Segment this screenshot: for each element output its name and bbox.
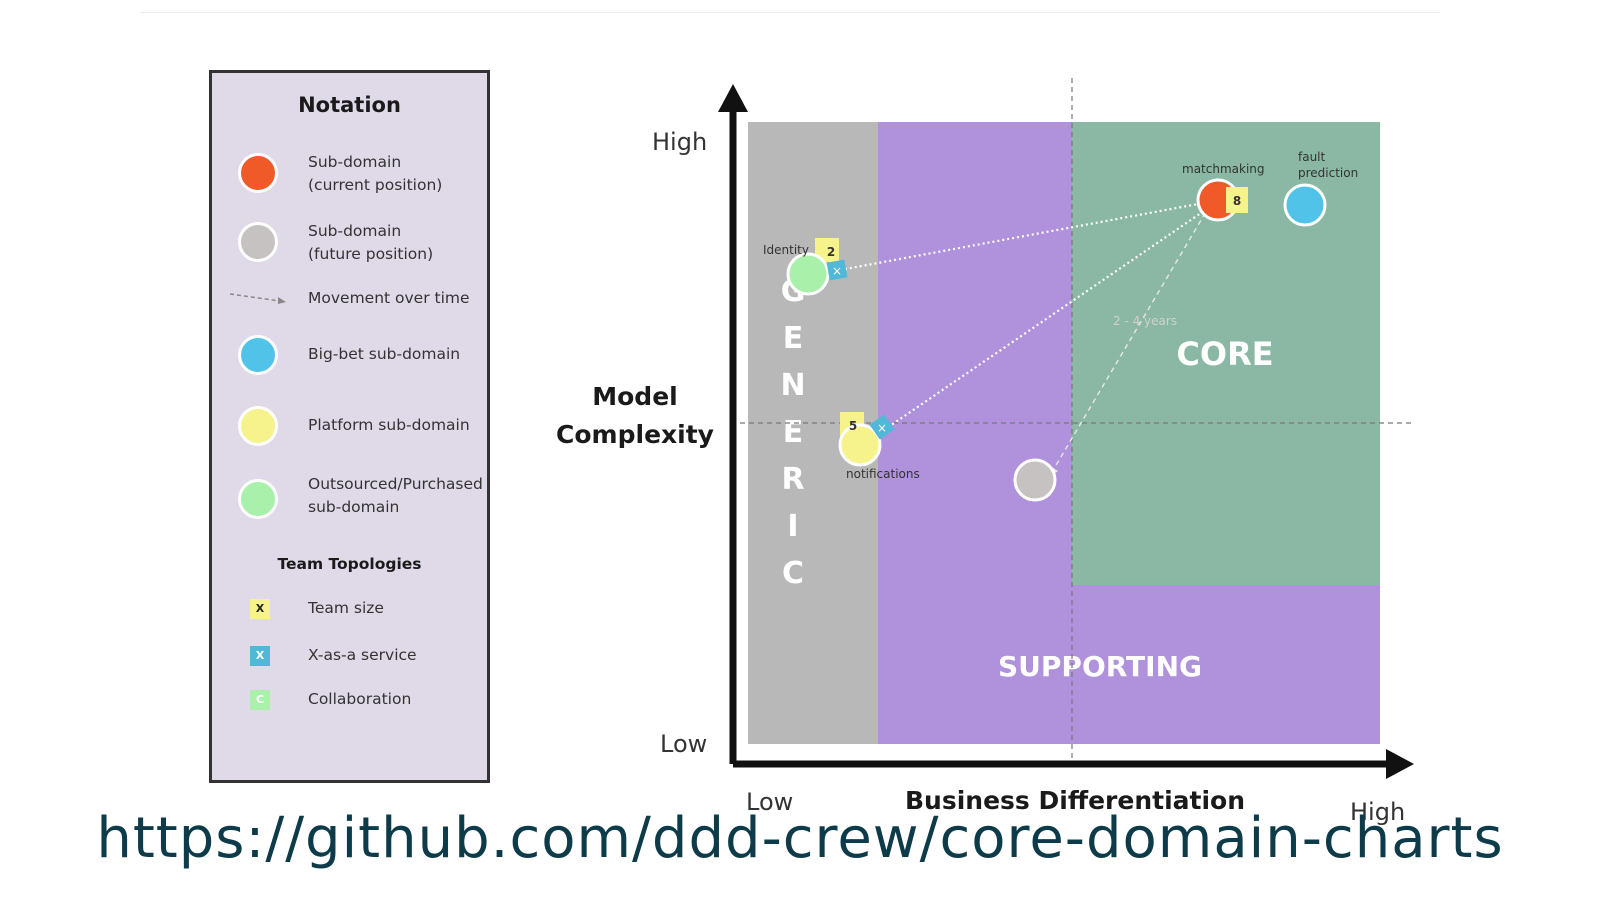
- x-axis-arrow-icon: [1386, 749, 1414, 779]
- movement-line-matchmaking: [1051, 204, 1211, 473]
- notifications-node: [838, 423, 882, 467]
- dashed-arrow-icon: [230, 293, 286, 304]
- team-topologies-title: Team Topologies: [277, 555, 422, 573]
- matchmaking-team-size: 8: [1232, 194, 1242, 208]
- x-axis-high-label: High: [1350, 798, 1406, 826]
- notifications-label: notifications: [846, 467, 920, 481]
- y-axis-title-line1: Model: [592, 382, 678, 411]
- notifications-team-size: 5: [848, 419, 858, 433]
- matchmaking-team-size-badge: [1226, 187, 1248, 213]
- fault-prediction-label: fault prediction: [1298, 150, 1359, 180]
- identity-node: [786, 252, 830, 296]
- top-divider: [140, 12, 1440, 13]
- y-axis-arrow-icon: [718, 84, 748, 112]
- x-axis-low-label: Low: [746, 788, 794, 816]
- legend-label: Outsourced/Purchased sub-domain: [308, 475, 483, 516]
- supporting-region-upper: [878, 122, 1072, 744]
- supporting-region-lower: [1072, 585, 1380, 744]
- legend-label: Big-bet sub-domain: [308, 345, 461, 363]
- svg-text:×: ×: [832, 264, 842, 278]
- matchmaking-future-node: [1013, 458, 1057, 502]
- legend-label: Team size: [308, 599, 384, 617]
- movement-duration-label: 2 - 4 years: [1113, 314, 1178, 328]
- notifications-xaas-icon: [869, 414, 895, 440]
- supporting-label: SUPPORTING: [998, 650, 1202, 683]
- svg-text:×: ×: [877, 421, 887, 435]
- current-subdomain-dot-icon: [238, 153, 278, 193]
- y-axis-title-line2: Complexity: [556, 420, 714, 449]
- identity-label: Identity: [763, 243, 809, 257]
- generic-text: GENERIC: [780, 274, 806, 591]
- identity-xaas-icon: [826, 259, 848, 281]
- team-size-icon: X: [250, 599, 270, 619]
- legend-label: Collaboration: [308, 690, 412, 708]
- platform-subdomain-dot-icon: [238, 406, 278, 446]
- fault-prediction-node: [1283, 183, 1327, 227]
- y-axis-low-label: Low: [660, 730, 708, 758]
- generic-label: GENERIC: [778, 268, 808, 597]
- y-axis-high-label: High: [652, 128, 708, 156]
- y-axis-title: Model Complexity: [550, 378, 720, 454]
- xaas-icon: X: [250, 646, 270, 666]
- collaboration-icon: C: [250, 690, 270, 710]
- bigbet-subdomain-dot-icon: [238, 335, 278, 375]
- x-axis-title: Business Differentiation: [904, 786, 1245, 815]
- legend-label: Platform sub-domain: [308, 416, 470, 434]
- github-link[interactable]: https://github.com/ddd-crew/core-domain-…: [96, 806, 1504, 871]
- movement-line-identity: [839, 198, 1221, 272]
- legend-label: Movement over time: [308, 289, 470, 307]
- identity-team-size: 2: [826, 245, 836, 259]
- legend-label: Sub-domain (current position): [308, 153, 443, 194]
- outsourced-subdomain-dot-icon: [238, 479, 278, 519]
- legend-label: X-as-a service: [308, 646, 417, 664]
- core-label: CORE: [1176, 335, 1274, 373]
- future-subdomain-dot-icon: [238, 222, 278, 262]
- legend-label: Sub-domain (future position): [308, 222, 434, 263]
- notation-legend: Notation Sub-domain (current position) S…: [209, 70, 490, 783]
- matchmaking-label: matchmaking: [1182, 162, 1265, 176]
- legend-title: Notation: [298, 93, 401, 117]
